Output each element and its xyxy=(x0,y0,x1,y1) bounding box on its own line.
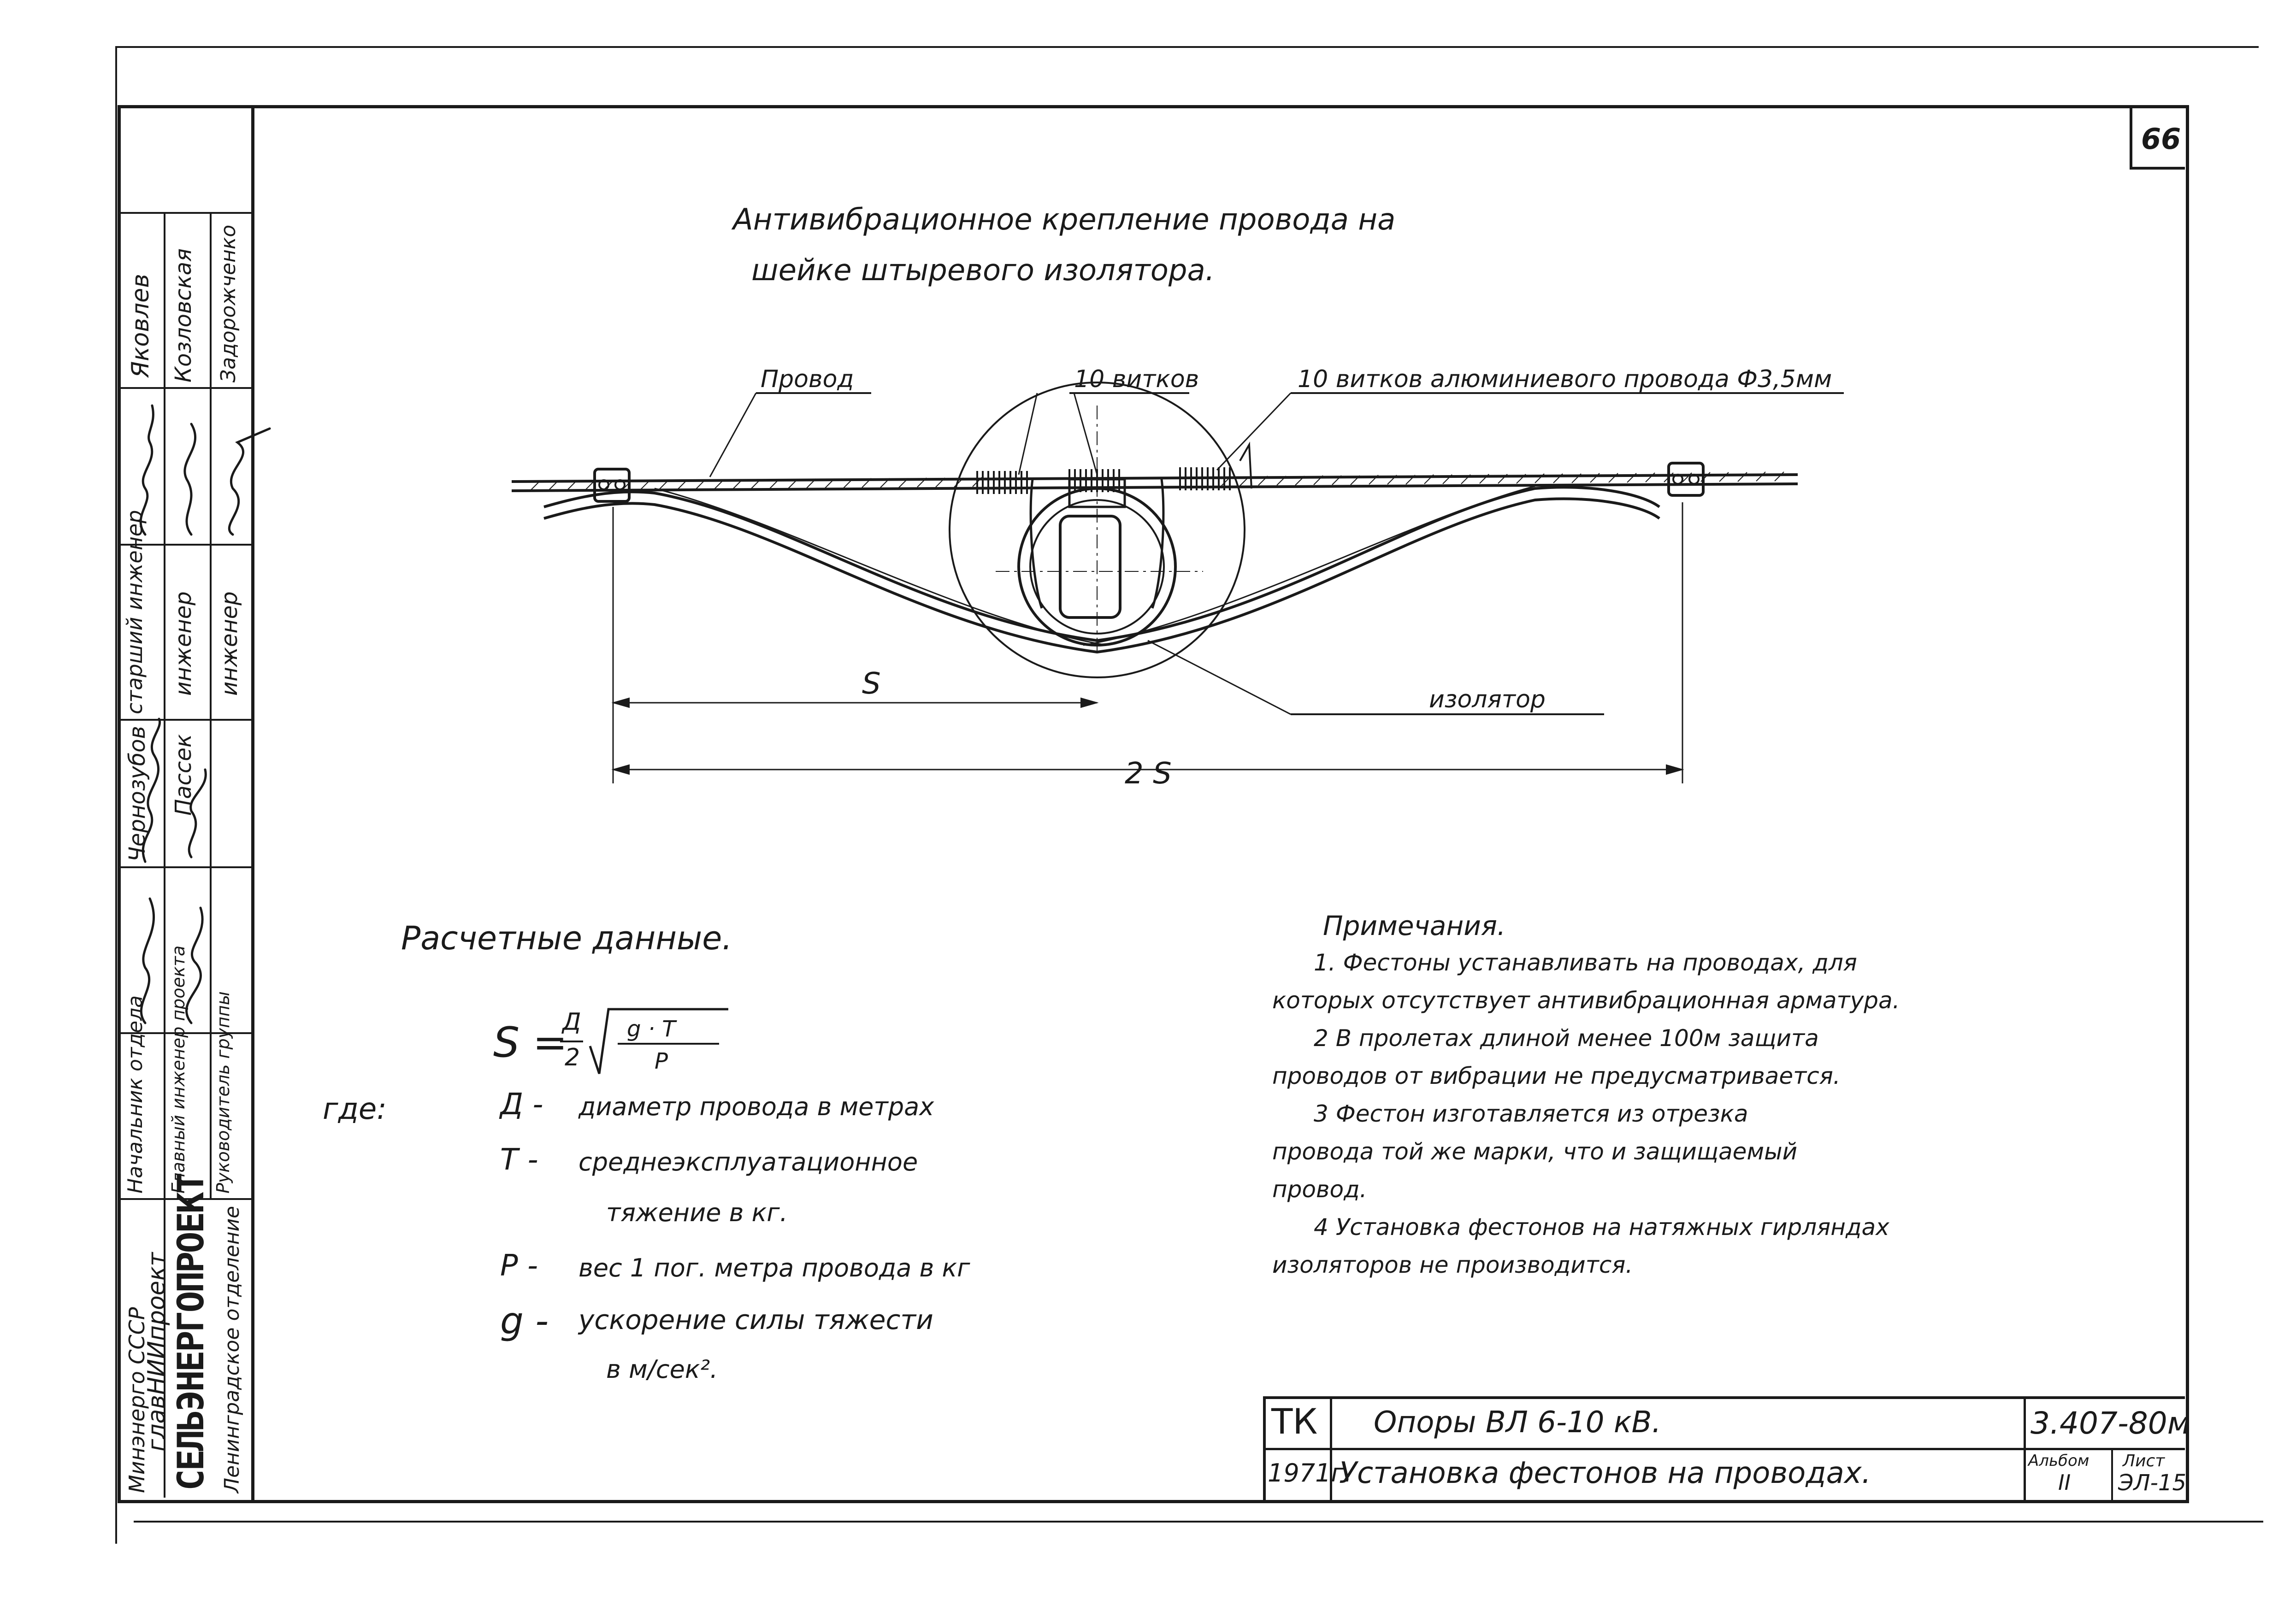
festoon-drawing: Провод 10 витков 10 витков алюминиевого … xyxy=(511,365,1844,791)
drawing-title-line1: Антивибрационное крепление провода на xyxy=(733,203,1396,237)
calc-item-text-2: тяжение в кг. xyxy=(606,1198,788,1227)
stamp-right-border xyxy=(251,105,254,1501)
calc-item-sym-3: Р - xyxy=(500,1249,538,1283)
label-turns: 10 витков xyxy=(1074,365,1199,393)
stamp-row-4 xyxy=(118,719,254,721)
calc-item-text-0: диаметр провода в метрах xyxy=(578,1092,934,1121)
note-line-1: которых отсутствует антивибрационная арм… xyxy=(1272,987,1900,1014)
left-border-line xyxy=(115,46,117,1544)
calc-item-sym-1: Т - xyxy=(500,1143,538,1177)
calc-item-sym-0: Д - xyxy=(500,1088,543,1122)
label-turns-alu: 10 витков алюминиевого провода Ф3,5мм xyxy=(1298,365,1832,393)
label-insulator: изолятор xyxy=(1429,686,1546,713)
insulator-circle xyxy=(949,382,1245,678)
stamp-col-line-2 xyxy=(210,212,212,1198)
where-label: где: xyxy=(323,1092,387,1126)
note-line-8: изоляторов не производится. xyxy=(1272,1252,1633,1278)
stamp-row-3 xyxy=(118,544,254,546)
title-block: ТК Опоры ВЛ 6-10 кВ. 3.407-80м 1971г. Ус… xyxy=(1263,1396,2190,1500)
signatures-svg xyxy=(139,404,271,1024)
formula-frac-bar xyxy=(560,1041,583,1042)
drawing-frame xyxy=(118,105,2189,1503)
stamp-name-b3: Задорожченко xyxy=(217,224,240,382)
formula-frac-den: 2 xyxy=(565,1044,580,1071)
note-line-2: 2 В пролетах длиной менее 100м защита xyxy=(1314,1025,1819,1052)
formula-frac-num: Д xyxy=(562,1008,581,1036)
dim-s-label: S xyxy=(862,667,881,701)
stamp-row-1 xyxy=(118,212,254,214)
note-line-3: проводов от вибрации не предусматриваетс… xyxy=(1272,1063,1841,1089)
sheet-box-left xyxy=(2130,105,2132,170)
formula: S = Д 2 g · T P xyxy=(493,1005,733,1078)
note-line-6: провод. xyxy=(1272,1176,1367,1203)
tb-sheet-value: ЭЛ-15 xyxy=(2118,1470,2187,1496)
formula-root-den: P xyxy=(655,1048,668,1074)
tb-sheet-label: Лист xyxy=(2123,1452,2165,1470)
note-line-5: провода той же марки, что и защищаемый xyxy=(1272,1138,1798,1165)
stamp-name-b2: Козловская xyxy=(171,248,196,382)
note-line-4: 3 Фестон изготавляется из отрезка xyxy=(1314,1100,1748,1127)
calc-item-text-5: в м/сек². xyxy=(606,1355,718,1384)
stamp-row-7 xyxy=(118,1198,254,1200)
drawing-title-line2: шейке штыревого изолятора. xyxy=(751,253,1215,288)
stamp-row-2 xyxy=(118,387,254,389)
sqrt-sign xyxy=(589,1008,728,1074)
tb-album-value: II xyxy=(2058,1470,2071,1495)
formula-root-num: g · T xyxy=(627,1016,676,1042)
top-border-line xyxy=(115,46,2259,48)
dim-2s-label: 2 S xyxy=(1125,757,1172,791)
stamp-org2: главНИИпроект xyxy=(143,1252,171,1452)
notes-heading: Примечания. xyxy=(1323,910,1506,941)
stamp-col-line-1 xyxy=(164,212,165,1498)
stamp-name-b1: Яковлев xyxy=(127,274,154,378)
calc-item-text-4: ускорение силы тяжести xyxy=(578,1304,933,1335)
calc-item-text-1: среднеэксплуатационное xyxy=(578,1147,918,1176)
stamp-row-5 xyxy=(118,866,254,868)
note-line-7: 4 Установка фестонов на натяжных гирлянд… xyxy=(1314,1214,1889,1241)
sheet-box-bottom xyxy=(2130,167,2185,170)
label-wire: Провод xyxy=(761,365,854,393)
calc-item-text-3: вес 1 пог. метра провода в кг xyxy=(578,1253,970,1282)
tb-name2: Установка фестонов на проводах. xyxy=(1339,1456,1871,1490)
calc-item-sym-4: g - xyxy=(500,1299,549,1342)
stamp-org3: СЕЛЬЭНЕРГОПРОЕКТ xyxy=(171,1174,212,1491)
tb-name1: Опоры ВЛ 6-10 кВ. xyxy=(1374,1405,1661,1440)
note-line-0: 1. Фестоны устанавливать на проводах, дл… xyxy=(1314,949,1857,976)
formula-lhs: S = xyxy=(493,1018,568,1067)
tb-number: 3.407-80м xyxy=(2030,1405,2190,1441)
sheet-number: 66 xyxy=(2141,122,2181,156)
tb-year: 1971г. xyxy=(1268,1458,1352,1488)
tb-code1: ТК xyxy=(1271,1401,1318,1442)
bottom-border-line xyxy=(134,1521,2263,1523)
stamp-row-6 xyxy=(118,1032,254,1034)
tb-album-label: Альбом xyxy=(2028,1452,2089,1470)
stamp-org4: Ленинградское отделение xyxy=(220,1205,244,1493)
calc-heading: Расчетные данные. xyxy=(401,919,732,957)
